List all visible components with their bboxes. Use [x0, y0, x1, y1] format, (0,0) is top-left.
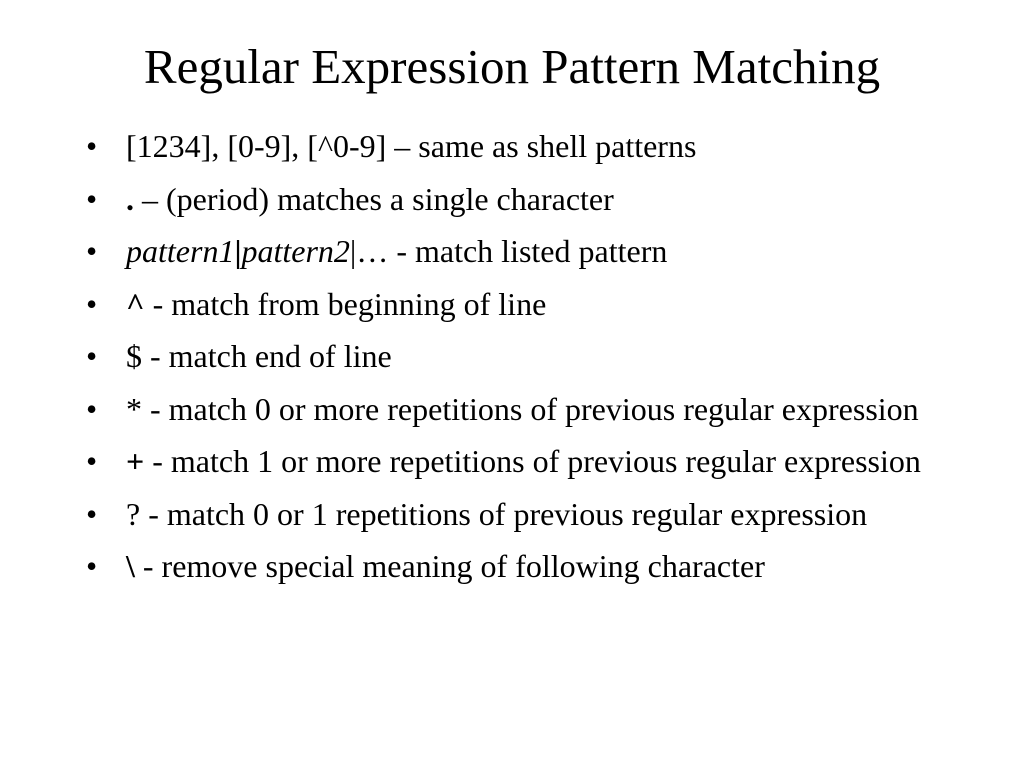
bullet-symbol: . — [126, 180, 134, 217]
bullet-symbol: + — [126, 443, 145, 479]
bullet-icon: • — [86, 495, 98, 532]
slide-title: Regular Expression Pattern Matching — [143, 39, 881, 94]
bullet-symbol: \ — [126, 548, 135, 584]
bullet-symbol-part: |… — [349, 233, 389, 269]
bullet-symbol: ^ — [126, 285, 145, 322]
bullet-text: – (period) matches a single character — [134, 180, 614, 217]
bullet-list: • [1234], [0-9], [^0-9] – same as shell … — [86, 126, 956, 599]
bullet-item-star: • * - match 0 or more repetitions of pre… — [86, 389, 956, 430]
bullet-item-question: • ? - match 0 or 1 repetitions of previo… — [86, 494, 956, 535]
bullet-symbol-part: | — [234, 233, 242, 269]
bullet-item-alternation: • pattern1|pattern2|… - match listed pat… — [86, 231, 956, 272]
bullet-item-period: • . – (period) matches a single characte… — [86, 179, 956, 220]
bullet-item-caret: • ^ - match from beginning of line — [86, 284, 956, 325]
bullet-symbol-part: pattern2 — [241, 233, 350, 269]
bullet-text: - match listed pattern — [388, 233, 668, 269]
bullet-icon: • — [86, 128, 98, 164]
bullet-item-plus: • + - match 1 or more repetitions of pre… — [86, 441, 956, 482]
bullet-icon: • — [86, 180, 98, 217]
bullet-text: - remove special meaning of following ch… — [134, 548, 765, 584]
bullet-icon: • — [86, 233, 98, 269]
bullet-text: * - match 0 or more repetitions of previ… — [126, 390, 919, 427]
bullet-text: ? - match 0 or 1 repetitions of previous… — [126, 495, 868, 532]
bullet-item-dollar: • $ - match end of line — [86, 336, 956, 377]
bullet-symbol-part: pattern1 — [126, 233, 235, 269]
bullet-icon: • — [86, 443, 98, 479]
bullet-text: [1234], [0-9], [^0-9] – same as shell pa… — [126, 128, 697, 164]
bullet-item-backslash: • \ - remove special meaning of followin… — [86, 546, 956, 587]
bullet-icon: • — [86, 285, 98, 322]
bullet-text: - match 1 or more repetitions of previou… — [144, 443, 921, 479]
bullet-text: $ - match end of line — [126, 338, 392, 374]
bullet-text: - match from beginning of line — [144, 285, 547, 322]
bullet-icon: • — [86, 548, 98, 584]
bullet-icon: • — [86, 338, 98, 374]
bullet-item-char-class: • [1234], [0-9], [^0-9] – same as shell … — [86, 126, 956, 167]
bullet-icon: • — [86, 390, 98, 427]
